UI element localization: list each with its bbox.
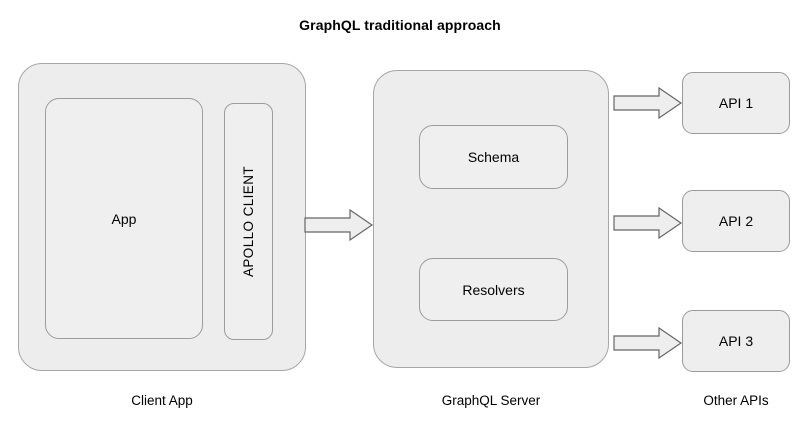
arrow-client-to-server-icon [304, 208, 374, 242]
arrow-server-to-api-3-icon [613, 326, 683, 360]
api-1-box: API 1 [682, 72, 790, 134]
graphql-server-container [373, 70, 609, 368]
arrow-server-to-api-2-icon [613, 206, 683, 240]
api-2-label: API 2 [718, 213, 754, 229]
api-3-label: API 3 [718, 333, 754, 349]
apollo-client-box: APOLLO CLIENT [224, 103, 273, 340]
caption-other-apis: Other APIs [703, 393, 769, 408]
api-2-box: API 2 [682, 190, 790, 252]
api-3-box: API 3 [682, 310, 790, 372]
caption-graphql-server: GraphQL Server [441, 393, 541, 408]
resolvers-box-label: Resolvers [462, 281, 525, 298]
app-box-label: App [111, 210, 137, 227]
api-1-label: API 1 [718, 95, 754, 111]
diagram-title: GraphQL traditional approach [299, 17, 501, 33]
schema-box-label: Schema [467, 149, 520, 165]
app-box: App [45, 98, 203, 339]
caption-client-app: Client App [131, 393, 193, 408]
arrow-server-to-api-1-icon [613, 86, 683, 120]
resolvers-box: Resolvers [419, 258, 568, 321]
apollo-client-label: APOLLO CLIENT [241, 166, 256, 277]
schema-box: Schema [419, 125, 568, 189]
